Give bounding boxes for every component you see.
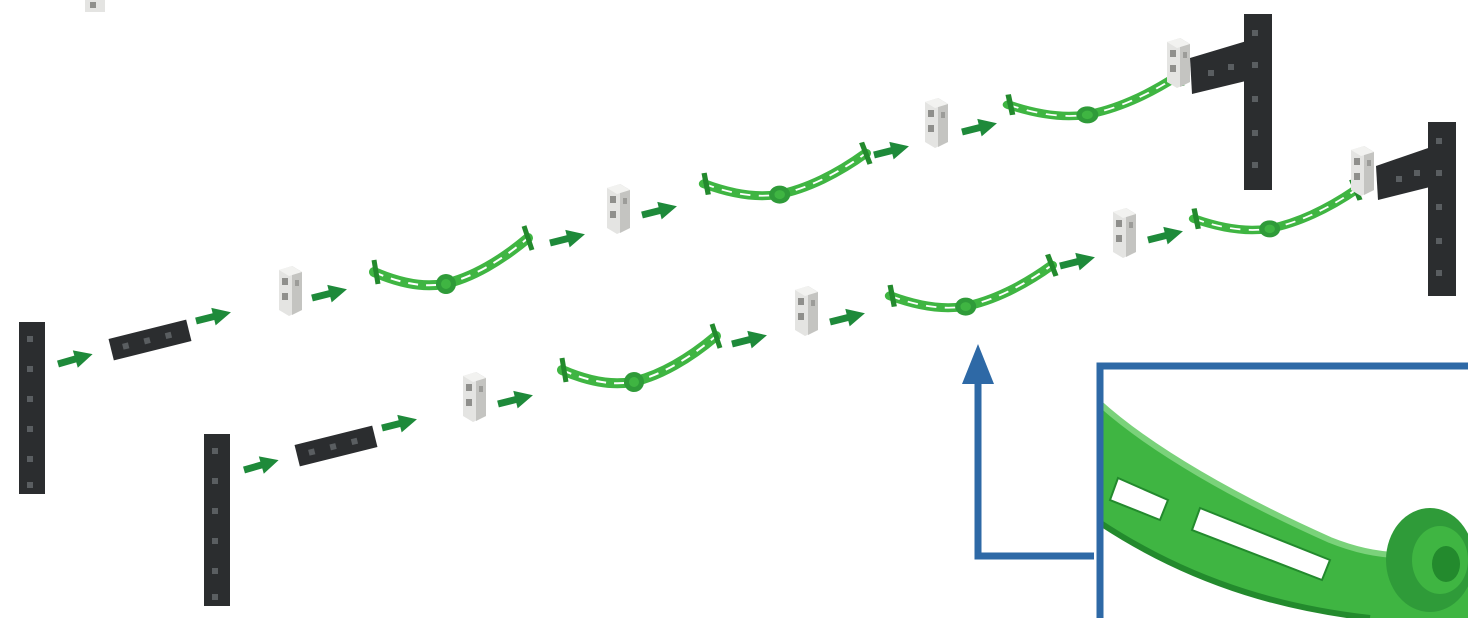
zoom-detail-callout-icon [962, 344, 1468, 618]
assembly-direction-arrow-icon [547, 225, 588, 252]
assembly-direction-arrow-icon [827, 304, 868, 331]
green-curved-track-icon [1194, 180, 1360, 238]
white-connector-block-icon [795, 286, 818, 336]
assembly-direction-arrow-icon [309, 280, 350, 307]
green-curved-track-icon [890, 254, 1056, 315]
assembly-direction-arrow-icon [495, 386, 536, 413]
lower-assembly-row [204, 122, 1456, 606]
white-connector-block-icon [925, 98, 948, 148]
black-connector-rod-icon [294, 425, 378, 467]
black-bracket-icon [1376, 122, 1456, 296]
black-bracket-icon [1190, 14, 1272, 190]
white-connector-block-icon [1167, 38, 1190, 88]
green-curved-track-icon [562, 324, 720, 392]
assembly-direction-arrow-icon [241, 451, 282, 479]
green-curved-track-icon [704, 142, 870, 203]
assembly-direction-arrow-icon [871, 137, 912, 164]
white-connector-block-icon [607, 184, 630, 234]
white-connector-block-icon [1113, 208, 1136, 258]
white-connector-block-icon [463, 372, 486, 422]
assembly-direction-arrow-icon [639, 197, 680, 224]
white-connector-block-icon [279, 266, 302, 316]
assembly-direction-arrow-icon [729, 326, 770, 353]
black-post-icon [204, 434, 230, 606]
assembly-direction-arrow-icon [379, 410, 420, 437]
zoom-detail-panel [1096, 362, 1468, 618]
green-curved-track-icon [1008, 66, 1182, 124]
assembly-direction-arrow-icon [55, 345, 96, 373]
assembly-direction-arrow-icon [193, 303, 234, 330]
black-connector-rod-icon [108, 319, 192, 361]
upper-assembly-row [19, 14, 1272, 494]
white-connector-block-icon [1351, 146, 1374, 196]
assembly-direction-arrow-icon [959, 114, 1000, 141]
assembly-direction-arrow-icon [1057, 248, 1098, 275]
green-curved-track-icon [374, 226, 532, 294]
black-post-icon [19, 322, 45, 494]
assembly-direction-arrow-icon [1145, 222, 1186, 249]
white-connector-block-icon [85, 0, 105, 12]
